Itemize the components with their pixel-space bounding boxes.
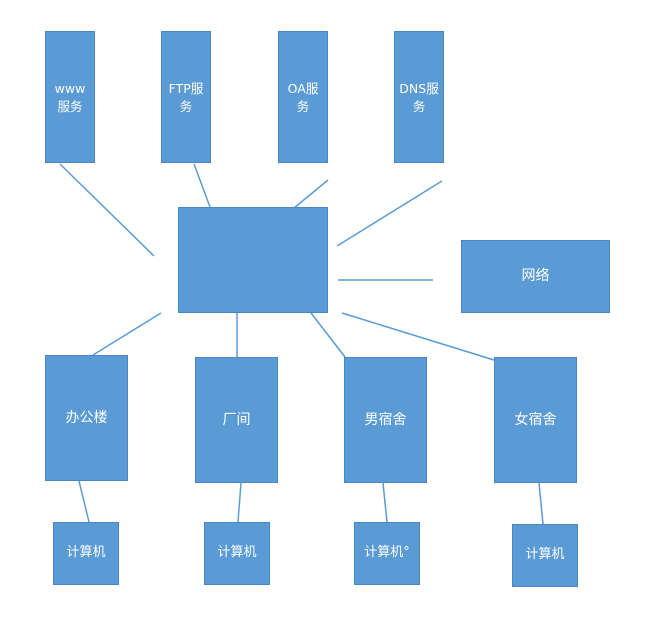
www-service-node: www 服务 [45,31,95,163]
female-dorm-node: 女宿舍 [494,357,577,483]
female-dorm-computer-node: 计算机 [512,524,578,587]
network-node: 网络 [461,240,610,313]
office-computer-node: 计算机 [53,522,119,585]
workshop-computer-node: 计算机 [204,522,270,585]
ftp-service-node: FTP服 务 [161,31,211,163]
link-workshop-to-computer [237,482,242,523]
link-female-dorm-to-computer [538,482,544,525]
link-dns-to-switch [336,180,443,247]
central-switch-node [178,207,328,313]
link-www-to-switch [59,163,155,257]
link-switch-to-male-dorm [310,312,346,358]
oa-service-node: OA服 务 [278,31,328,163]
link-ftp-to-switch [193,163,211,208]
link-male-dorm-to-computer [382,482,388,523]
male-dorm-computer-node: 计算机° [354,522,420,585]
workshop-node: 厂间 [195,357,278,483]
link-switch-to-female-dorm [341,312,495,361]
male-dorm-node: 男宿舍 [344,357,427,483]
dns-service-node: DNS服 务 [394,31,444,163]
link-oa-to-switch [293,179,329,209]
link-office-to-computer [78,480,90,523]
office-building-node: 办公楼 [45,355,128,481]
link-switch-to-office [92,312,162,356]
